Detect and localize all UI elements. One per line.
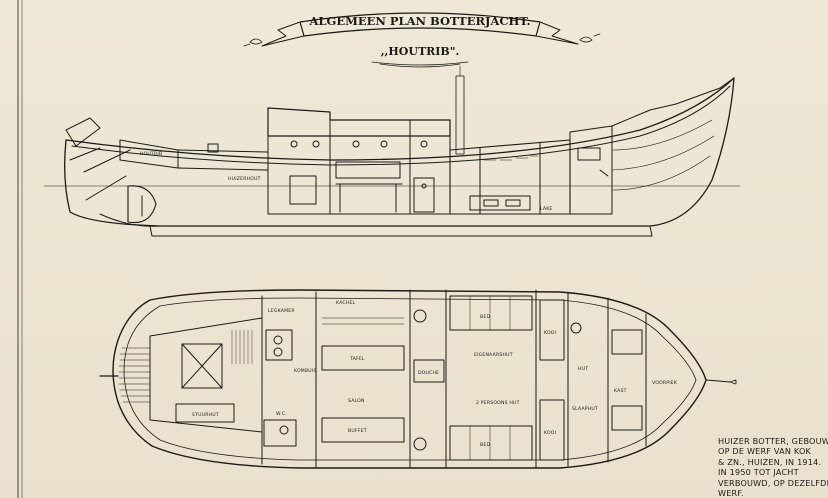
hull-name-label: HOUTRIB [140,151,162,157]
boat-name-subtitle: ,,HOUTRIB". [381,45,460,58]
mast-stub [455,75,465,155]
note-line: IN 1950 TOT JACHT [718,467,799,478]
note-line: & ZN., HUIZEN, IN 1914. [718,456,822,467]
note-line: OP DE WERF VAN KOK [718,446,812,457]
salon-label: SALON [348,398,365,404]
anchor-locker-label: LEGKAMER [268,308,295,314]
kooi-label-top: KOOI [544,330,556,336]
wc-label: W.C. [276,411,287,417]
drawing-title: ALGEMEEN PLAN BOTTERJACHT. [309,14,531,28]
hull-outline [64,77,735,227]
note-line: HUIZER BOTTER, GEBOUWD [718,436,828,446]
pantry-label: LAKE [540,206,553,212]
title-banner: ALGEMEEN PLAN BOTTERJACHT. [243,12,601,47]
voorpiek-label: VOORPIEK [652,380,678,386]
deck-outline [112,289,707,469]
bed-label-top: BED [480,314,490,320]
kast-label: KAST [614,388,627,394]
eigenaarshut-label: EIGENAARSHUT [474,352,513,358]
bulkhead-label: HUIZERHOUT [228,176,261,182]
buffet-label: BUFFET [348,428,367,434]
galley-label: KOMBUIS [294,368,317,374]
note-line: VERBOUWD, OP DEZELFDE [718,477,828,488]
hut-label: HUT [578,366,588,372]
keel [149,225,653,237]
bed-label-bottom: BED [480,442,490,448]
deckhouse [267,107,451,137]
kooi-label-bottom: KOOI [544,430,556,436]
table-label: TAFEL [349,356,365,362]
side-elevation: HOUTRIB HUIZERHOUT LAKE [43,65,741,237]
stuurhut-label: STUURHUT [192,412,219,418]
plan-view: STUURHUT LEGKAMER KOMBUIS W.C. TAFEL SAL… [99,289,737,469]
rudder [127,185,157,224]
stove-label: KACHEL [336,300,356,306]
sheer-line [65,77,735,161]
douche-label: DOUCHE [418,370,439,376]
slaaphut-label: SLAAPHUT [572,406,598,412]
two-person-cabin-label: 2 PERSOONS HUT [476,400,520,406]
build-history-note: HUIZER BOTTER, GEBOUWD OP DE WERF VAN KO… [718,436,828,498]
note-line: WERF. [718,488,744,498]
